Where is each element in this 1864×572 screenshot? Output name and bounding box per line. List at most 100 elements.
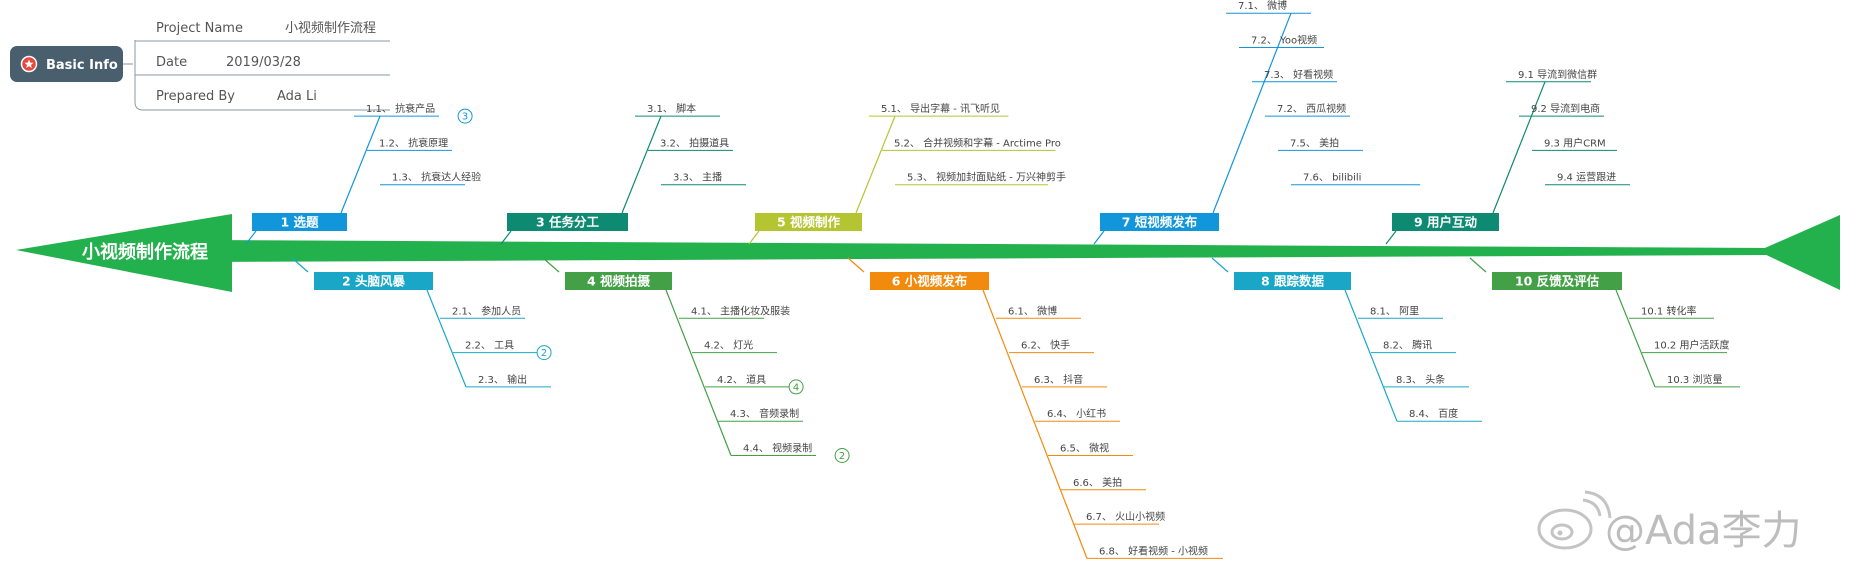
branch-label-box[interactable] — [1492, 272, 1622, 290]
branch-label: 10 反馈及评估 — [1515, 274, 1600, 289]
leaf-item[interactable]: 8.4、 百度 — [1397, 407, 1482, 422]
leaf-item[interactable]: 7.2、 西瓜视频 — [1265, 102, 1350, 117]
leaf-item[interactable]: 1.2、 抗衰原理 — [367, 136, 452, 151]
leaf-item[interactable]: 6.2、 快手 — [1009, 339, 1094, 354]
date-key: Date — [156, 55, 187, 70]
leaf-item[interactable]: 1.3、 抗衰达人经验 — [380, 171, 481, 186]
count-badge[interactable] — [834, 448, 850, 463]
branch-label-box[interactable] — [314, 272, 433, 290]
leaf-item[interactable]: 5.3、 视频加封面贴纸 - 万兴神剪手 — [895, 171, 1066, 186]
leaf-item[interactable]: 3.2、 拍摄道具 — [648, 136, 733, 151]
leaf-label: 2.3、 输出 — [478, 373, 527, 386]
fish-tail — [1758, 215, 1840, 290]
leaf-item[interactable]: 6.6、 美拍 — [1061, 476, 1146, 491]
leaf-label: 9.2 导流到电商 — [1531, 102, 1600, 115]
leaf-label: 6.1、 微博 — [1008, 304, 1057, 317]
leaf-item[interactable]: 9.3 用户CRM — [1532, 136, 1617, 151]
date-value: 2019/03/28 — [226, 55, 301, 70]
branch-label-box[interactable] — [1392, 213, 1499, 231]
leaf-label: 3.3、 主播 — [673, 171, 722, 184]
leaf-item[interactable]: 8.3、 头条 — [1384, 373, 1469, 388]
leaf-item[interactable]: 8.2、 腾讯 — [1371, 339, 1456, 354]
leaf-item[interactable]: 2.3、 输出 — [466, 373, 551, 388]
leaf-item[interactable]: 4.2、 道具4 — [705, 373, 804, 395]
count-badge-number: 2 — [839, 451, 845, 462]
branch-label: 1 选题 — [280, 215, 319, 230]
leaf-item[interactable]: 4.2、 灯光 — [692, 339, 777, 354]
leaf-label: 5.3、 视频加封面贴纸 - 万兴神剪手 — [907, 171, 1066, 184]
branch-label-box[interactable] — [1100, 213, 1219, 231]
branch-label-box[interactable] — [507, 213, 628, 231]
count-badge[interactable] — [457, 108, 473, 124]
fish-head — [16, 214, 232, 292]
leaf-item[interactable]: 7.5、 美拍 — [1278, 136, 1363, 151]
branch-label-box[interactable] — [1234, 272, 1351, 290]
branch-label-box[interactable] — [252, 213, 347, 231]
leaf-item[interactable]: 8.1、 阿里 — [1358, 305, 1443, 319]
leaf-label: 5.2、 合并视频和字幕 - Arctime Pro — [894, 136, 1061, 149]
leaf-item[interactable]: 6.4、 小红书 — [1035, 407, 1120, 422]
branch-label-box[interactable] — [755, 213, 862, 231]
leaf-label: 8.3、 头条 — [1396, 373, 1445, 386]
star-badge-icon — [20, 55, 38, 73]
branch-10: 10 反馈及评估 10.1 转化率 10.2 用户活跃度 10.3 浏览量 — [1469, 257, 1740, 388]
head-label: 小视频制作流程 — [82, 241, 208, 263]
branch-label-box[interactable] — [870, 272, 989, 290]
count-badge[interactable] — [536, 345, 552, 361]
leaf-label: 8.1、 阿里 — [1370, 305, 1419, 317]
leaf-item[interactable]: 7.2、 Yoo视频 — [1239, 34, 1324, 48]
leaf-label: 7.3、 好看视频 — [1264, 68, 1333, 81]
leaf-item[interactable]: 4.3、 音频录制 — [718, 407, 803, 422]
branch-label-box[interactable] — [565, 272, 672, 290]
count-badge-number: 3 — [462, 112, 468, 123]
leaf-item[interactable]: 2.2、 工具2 — [453, 340, 552, 361]
leaf-label: 4.4、 视频录制 — [743, 442, 812, 455]
watermark: @Ada李力 — [1537, 490, 1802, 554]
project-name-value: 小视频制作流程 — [285, 21, 376, 36]
basic-info-box[interactable] — [10, 46, 123, 82]
basic-info-label: Basic Info — [46, 58, 118, 73]
leaf-item[interactable]: 6.5、 微视 — [1048, 442, 1133, 456]
leaf-label: 8.2、 腾讯 — [1383, 339, 1432, 352]
leaf-item[interactable]: 9.4 运营跟进 — [1545, 171, 1630, 186]
leaf-label: 5.1、 导出字幕 - 讯飞听见 — [881, 102, 1000, 115]
fishbone-spine: 小视频制作流程 — [16, 214, 1840, 292]
leaf-item[interactable]: 3.1、 脚本 — [635, 102, 720, 117]
leaf-item[interactable]: 4.1、 主播化妆及服装 — [679, 304, 790, 319]
leaf-item[interactable]: 6.8、 好看视频 - 小视频 — [1087, 544, 1223, 559]
leaf-label: 10.2 用户活跃度 — [1654, 339, 1729, 352]
leaf-item[interactable]: 7.1、 微博 — [1226, 0, 1311, 14]
leaf-label: 3.2、 拍摄道具 — [660, 136, 729, 149]
leaf-item[interactable]: 5.1、 导出字幕 - 讯飞听见 — [869, 102, 1009, 117]
leaf-label: 9.4 运营跟进 — [1557, 171, 1616, 184]
leaf-label: 9.1 导流到微信群 — [1518, 68, 1597, 81]
leaf-item[interactable]: 6.1、 微博 — [996, 304, 1081, 319]
leaf-item[interactable]: 5.2、 合并视频和字幕 - Arctime Pro — [882, 136, 1061, 151]
leaf-label: 7.5、 美拍 — [1290, 136, 1339, 149]
leaf-label: 4.2、 道具 — [717, 373, 766, 386]
leaf-label: 6.7、 火山小视频 — [1086, 510, 1165, 523]
leaf-item[interactable]: 7.6、 bilibili — [1291, 173, 1421, 186]
weibo-logo-icon — [1537, 490, 1612, 550]
count-badge[interactable] — [788, 379, 804, 395]
leaf-item[interactable]: 4.4、 视频录制 2 — [731, 442, 850, 463]
leaf-item[interactable]: 10.2 用户活跃度 — [1642, 339, 1729, 354]
leaf-item[interactable]: 3.3、 主播 — [661, 171, 746, 186]
leaf-item[interactable]: 2.1、 参加人员 — [440, 304, 525, 319]
leaf-item[interactable]: 6.3、 抖音 — [1022, 373, 1107, 388]
leaf-item[interactable]: 9.2 导流到电商 — [1519, 102, 1604, 117]
leaf-item[interactable]: 6.7、 火山小视频 — [1074, 510, 1165, 525]
branch-label: 4 视频拍摄 — [587, 274, 651, 289]
leaf-label: 6.5、 微视 — [1060, 442, 1109, 455]
leaf-item[interactable]: 10.1 转化率 — [1629, 304, 1714, 319]
leaf-item[interactable]: 7.3、 好看视频 — [1252, 68, 1337, 83]
leaf-item[interactable]: 9.1 导流到微信群 — [1506, 68, 1597, 83]
leaf-item[interactable]: 10.3 浏览量 — [1655, 373, 1740, 388]
